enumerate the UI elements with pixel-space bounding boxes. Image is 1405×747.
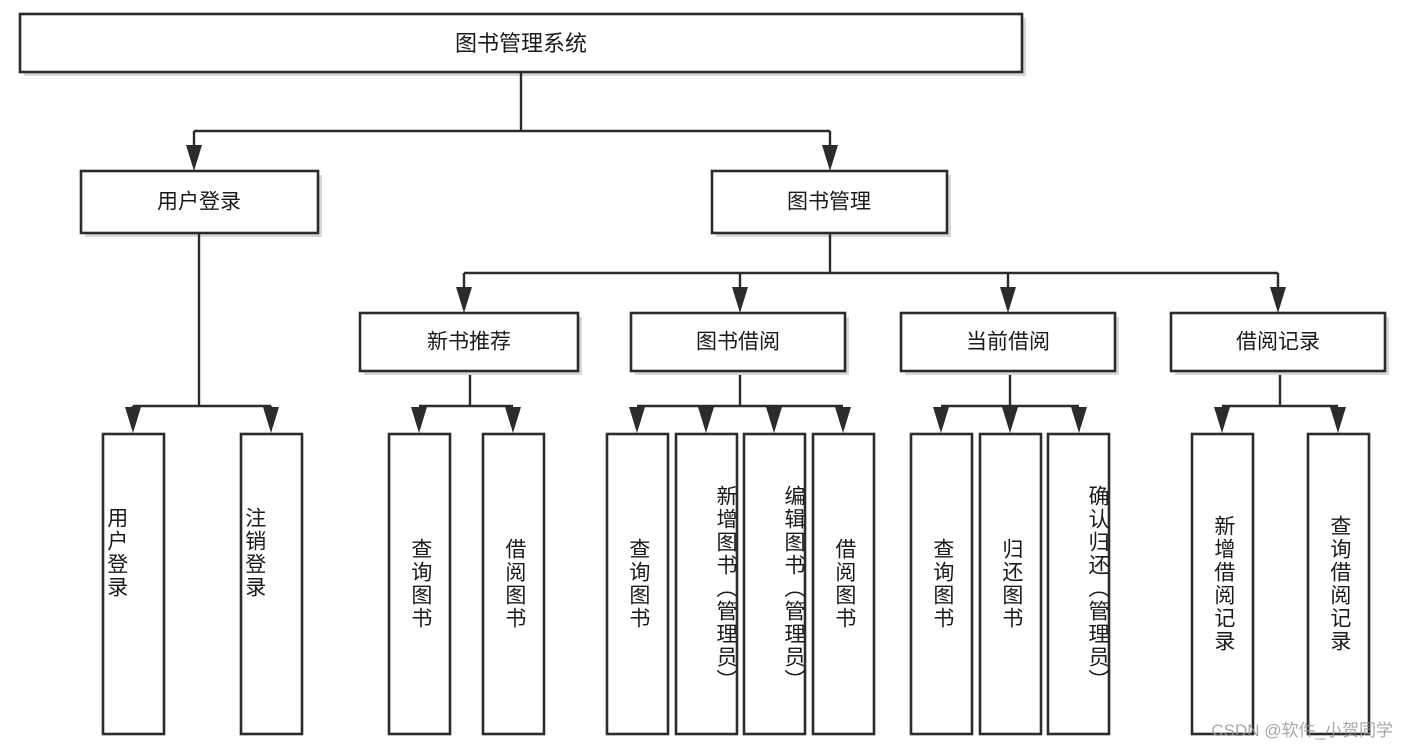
node-book-management-label: 图书管理 — [787, 191, 871, 214]
node-new-book-recommend-label: 新书推荐 — [427, 331, 511, 354]
node-new-book-recommend-box[interactable] — [358, 311, 580, 373]
node-user-login[interactable]: 用户登录 — [79, 169, 320, 235]
arrowhead-leaf-user-login — [125, 407, 141, 433]
arrowhead-current-borrow — [1000, 287, 1016, 313]
arrowhead-book-management — [822, 145, 838, 171]
node-root-label: 图书管理系统 — [455, 31, 587, 56]
node-user-login-box[interactable] — [79, 169, 320, 235]
node-current-borrow-label: 当前借阅 — [966, 331, 1050, 354]
arrowhead-leaf-query-book-3 — [933, 407, 949, 433]
node-book-borrow-box[interactable] — [629, 311, 847, 373]
node-leaf-user-login-box[interactable] — [101, 432, 166, 736]
connector-currentborrow-to-leaves — [941, 375, 1079, 408]
arrowhead-user-login — [186, 145, 202, 171]
arrowhead-leaf-query-book-1 — [411, 407, 427, 433]
node-leaf-query-book-1-box[interactable] — [387, 432, 452, 736]
arrowhead-leaf-add-record — [1214, 407, 1230, 433]
node-user-login-label: 用户登录 — [157, 191, 241, 214]
arrowhead-leaf-return-book — [1002, 407, 1018, 433]
node-leaf-confirm-return-box[interactable] — [1046, 432, 1111, 736]
arrowhead-leaf-query-record — [1330, 407, 1346, 433]
arrowhead-leaf-borrow-book-2 — [835, 407, 851, 433]
node-leaf-return-book-box[interactable] — [978, 432, 1043, 736]
node-leaf-query-book-3-box[interactable] — [909, 432, 974, 736]
node-leaf-query-book-2-box[interactable] — [605, 432, 670, 736]
leaf-boxes — [101, 432, 1371, 736]
arrowhead-leaf-logout-login — [263, 407, 279, 433]
arrowhead-leaf-edit-book — [766, 407, 782, 433]
arrowhead-leaf-confirm-return — [1071, 407, 1087, 433]
node-current-borrow-box[interactable] — [899, 311, 1117, 373]
connector-bookborrow-to-leaves — [637, 375, 843, 408]
node-borrow-record-label: 借阅记录 — [1236, 331, 1320, 354]
connector-borrowrecord-to-leaves — [1222, 375, 1338, 408]
csdn-watermark: CSDN @软件_小贺同学 — [1211, 721, 1393, 740]
arrowhead-borrow-record — [1270, 287, 1286, 313]
node-book-borrow[interactable]: 图书借阅 — [629, 311, 847, 373]
node-new-book-recommend[interactable]: 新书推荐 — [358, 311, 580, 373]
arrowhead-leaf-query-book-2 — [629, 407, 645, 433]
node-current-borrow[interactable]: 当前借阅 — [899, 311, 1117, 373]
node-book-borrow-label: 图书借阅 — [696, 331, 780, 354]
node-borrow-record-box[interactable] — [1169, 311, 1387, 373]
node-leaf-query-record-box[interactable] — [1306, 432, 1371, 736]
node-root-box[interactable] — [18, 12, 1024, 74]
node-book-management-box[interactable] — [710, 169, 949, 235]
node-leaf-edit-book-box[interactable] — [742, 432, 807, 736]
connector-userlogin-to-leaves — [131, 233, 273, 414]
node-book-management[interactable]: 图书管理 — [710, 169, 949, 235]
connector-bookmgmt-to-level3 — [462, 233, 1280, 292]
arrowhead-leaf-add-book — [698, 407, 714, 433]
node-root[interactable]: 图书管理系统 — [18, 12, 1024, 74]
connectors — [125, 72, 1346, 433]
node-leaf-borrow-book-1-box[interactable] — [481, 432, 546, 736]
connector-newbook-to-leaves — [419, 375, 513, 408]
arrowhead-leaf-borrow-book-1 — [505, 407, 521, 433]
node-leaf-borrow-book-2-box[interactable] — [811, 432, 876, 736]
node-leaf-add-book-box[interactable] — [674, 432, 739, 736]
arrowhead-new-book-recommend — [456, 287, 472, 313]
node-leaf-logout-login-box[interactable] — [239, 432, 304, 736]
node-borrow-record[interactable]: 借阅记录 — [1169, 311, 1387, 373]
connector-root-to-level2 — [192, 72, 832, 152]
arrowhead-book-borrow — [732, 287, 748, 313]
node-leaf-add-record-box[interactable] — [1190, 432, 1255, 736]
